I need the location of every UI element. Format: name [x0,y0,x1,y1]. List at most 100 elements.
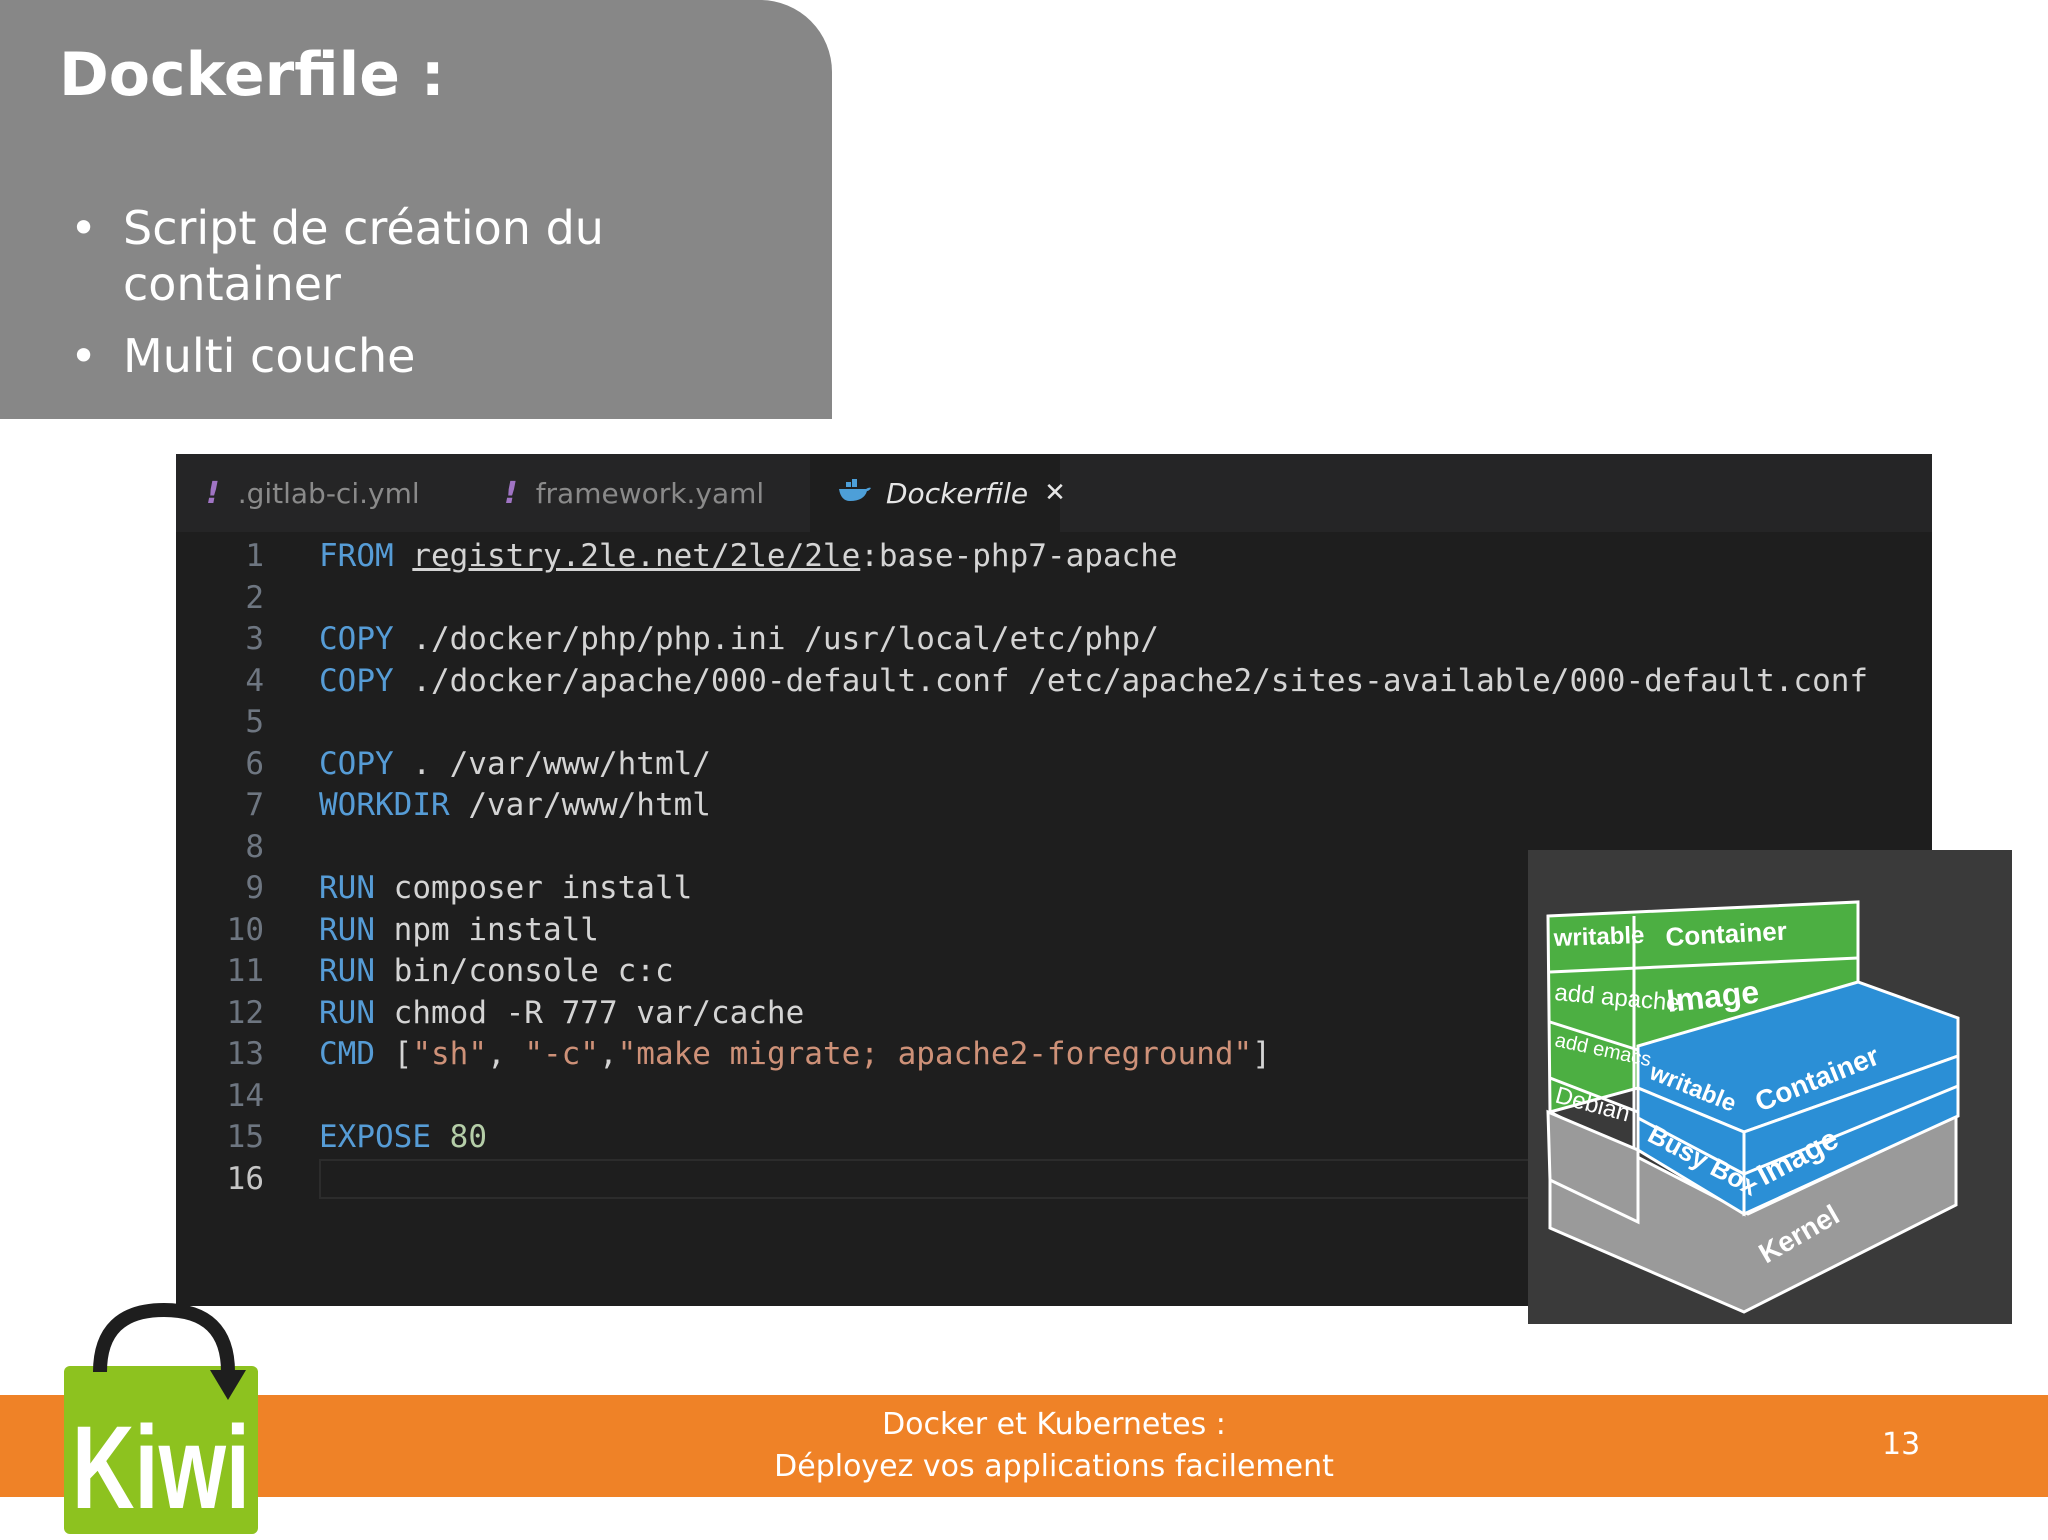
logo-arrow-head [210,1370,246,1400]
code-line: 8 [176,829,1932,870]
code-string: "make migrate; apache2-foreground" [617,1036,1253,1072]
code-token: /var/www/html [449,787,711,823]
code-token [394,538,413,574]
code-keyword: EXPOSE [319,1119,431,1155]
layer-diagram-svg: writable add apache add emacs Debian Con… [1546,900,1960,1314]
footer-line-1: Docker et Kubernetes : [882,1407,1226,1442]
code-text: COPY ./docker/apache/000-default.conf /e… [319,663,1868,699]
line-number: 2 [245,579,264,616]
line-number: 10 [226,911,264,948]
code-line: 6 COPY . /var/www/html/ [176,746,1932,787]
bullet-item: • Multi couche [62,328,663,384]
editor-tab-bar: ! .gitlab-ci.yml ! framework.yaml Docker… [176,454,1932,532]
right-blue-front-right [1742,1053,1960,1217]
page-number: 13 [1882,1427,1921,1462]
code-token: npm install [375,911,599,948]
code-keyword: COPY [319,621,394,657]
logo-background [64,1366,258,1534]
code-text: RUN npm install [319,912,599,948]
code-keyword: CMD [319,1036,375,1072]
logo-handle-arc [93,1302,235,1373]
line-number: 9 [245,870,264,906]
code-line: 3 COPY ./docker/php/php.ini /usr/local/et… [176,621,1932,662]
code-line: 4 COPY ./docker/apache/000-default.conf /… [176,663,1932,704]
code-string: "sh" [412,1036,487,1072]
tab-framework-yaml[interactable]: ! framework.yaml [464,454,766,532]
bullet-text: Multi couche [123,329,416,383]
bullet-dot: • [70,329,98,383]
line-number: 3 [245,621,264,657]
line-number: 13 [226,1036,264,1072]
line-number: 14 [226,1077,264,1114]
line-number: 16 [226,1160,264,1197]
tab-label: Dockerfile [886,476,1029,510]
line-number: 7 [245,787,264,823]
footer-line-2: Déployez vos applications facilement [774,1449,1334,1484]
code-text: CMD ["sh", "-c","make migrate; apache2-f… [319,1036,1271,1072]
code-token: composer install [375,870,693,906]
base-layer-gray [1548,1109,1958,1314]
code-keyword: RUN [319,994,375,1031]
code-token: , [486,1036,525,1072]
kiwi-logo: Kiwi [60,1300,270,1536]
tab-label: .gitlab-ci.yml [237,476,420,510]
code-text: EXPOSE 80 [319,1119,487,1155]
code-text: RUN composer install [319,870,692,906]
bullet-dot: • [70,201,98,255]
logo-text: Kiwi [72,1402,250,1534]
code-token: , [598,1036,618,1072]
code-line: 5 [176,704,1932,745]
code-token: . /var/www/html/ [393,745,711,782]
title-panel [0,0,832,419]
tab-gitlab-ci[interactable]: ! .gitlab-ci.yml [176,454,494,532]
line-number: 1 [245,538,264,574]
tab-dockerfile[interactable]: Dockerfile ✕ [810,454,1066,532]
code-text: COPY . /var/www/html/ [319,746,711,782]
code-token: [ [375,1036,413,1072]
code-line: 1 FROM registry.2le.net/2le/2le:base-php7… [176,538,1932,579]
line-number: 5 [245,704,264,740]
line-number: 8 [245,828,264,865]
code-token: bin/console c:c [375,953,674,989]
code-string: "-c" [524,1036,599,1072]
code-line: 7 WORKDIR /var/www/html [176,787,1932,828]
code-token: ./docker/apache/000-default.conf /etc/ap… [393,662,1869,699]
code-token [431,1119,450,1155]
code-token: ./docker/php/php.ini /usr/local/etc/php/ [393,621,1159,657]
code-token: ] [1252,1036,1271,1072]
line-number: 6 [245,745,264,782]
code-token: chmod -R 777 var/cache [375,994,805,1031]
line-number: 12 [226,994,264,1031]
code-line: 15 EXPOSE 80 [176,1119,1932,1160]
tab-label: framework.yaml [535,476,765,510]
line-number: 11 [226,953,264,989]
code-line: 11 RUN bin/console c:c [176,953,1932,994]
code-text: COPY ./docker/php/php.ini /usr/local/etc… [319,621,1159,657]
exclamation-icon: ! [504,475,518,511]
code-text: FROM registry.2le.net/2le/2le:base-php7-… [319,538,1178,574]
code-text: RUN bin/console c:c [319,953,674,989]
code-line: 12 RUN chmod -R 777 var/cache [176,995,1932,1036]
code-line: 2 [176,580,1932,621]
line-number: 4 [245,662,264,699]
docker-whale-icon [838,477,872,510]
code-token: registry.2le.net/2le/2le [412,538,861,574]
code-keyword: RUN [319,870,375,906]
code-text: RUN chmod -R 777 var/cache [319,995,804,1031]
layer-diagram: writable add apache add emacs Debian Con… [1528,850,2012,1324]
line-number: 15 [226,1119,264,1155]
layer-label: writable [1552,922,1645,952]
code-keyword: WORKDIR [319,787,450,823]
bullet-list: •Script de création du container •Multi … [62,200,663,400]
close-icon[interactable]: ✕ [1044,478,1066,508]
code-line: 10 RUN npm install [176,912,1932,953]
code-keyword: COPY [319,662,394,699]
current-line-highlight [319,1158,1723,1199]
code-text: WORKDIR /var/www/html [319,787,711,823]
code-keyword: FROM [319,538,394,574]
code-token: 80 [449,1119,487,1155]
footer-bar [0,1395,2048,1497]
code-keyword: RUN [319,911,375,948]
slide-title: Dockerfile : [59,40,445,110]
